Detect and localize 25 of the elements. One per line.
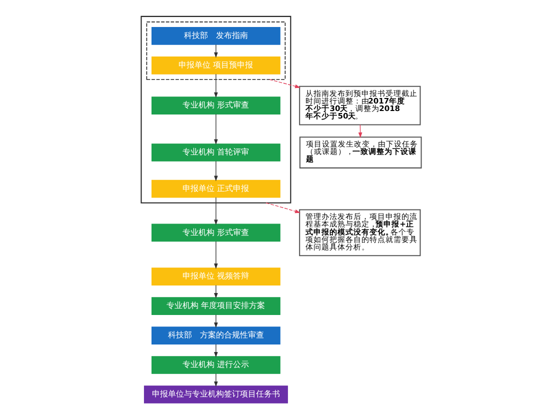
arrow [214, 344, 218, 358]
node-box: 专业机构 进行公示 [151, 356, 280, 374]
arrow [214, 241, 218, 269]
node-box: 专业机构 形式审查 [151, 224, 280, 242]
node-box: 申报单位 项目预申报 [151, 56, 280, 74]
arrow [214, 284, 218, 298]
node-box: 专业机构 首轮评审 [151, 144, 280, 162]
cluster [146, 22, 286, 80]
node-box: 科技部 方案的合规性审查 [151, 326, 280, 344]
node-box: 申报单位 正式申报 [151, 180, 280, 198]
arrow [214, 373, 218, 387]
node-box: 专业机构 形式审查 [151, 96, 280, 114]
node-box: 专业机构 年度项目安排方案 [151, 297, 280, 315]
arrow [268, 79, 300, 88]
arrow [265, 202, 300, 214]
arrow [214, 160, 218, 182]
arrow [214, 114, 218, 145]
node-box: 申报单位与专业机构签订项目任务书 [143, 386, 288, 404]
arrow [214, 314, 218, 328]
node-box: 申报单位 视频答辩 [151, 268, 280, 286]
node-box: 科技部 发布指南 [151, 27, 280, 45]
cluster [140, 16, 291, 204]
arrow [214, 74, 218, 98]
arrow [214, 197, 218, 226]
arrow [214, 44, 218, 58]
